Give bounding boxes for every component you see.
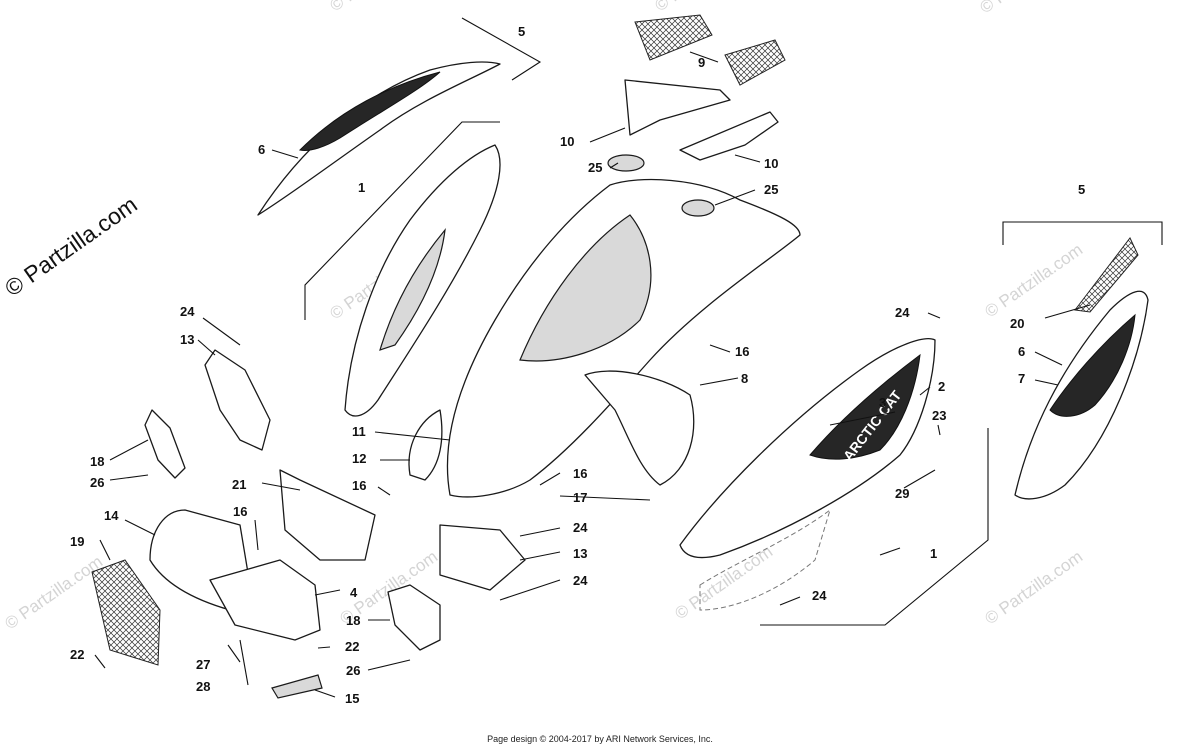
- callout-1: 1: [358, 180, 365, 195]
- callout-13: 13: [180, 332, 194, 347]
- callout-25: 25: [588, 160, 602, 175]
- callout-22: 22: [345, 639, 359, 654]
- callout-4: 4: [350, 585, 358, 600]
- callout-18: 18: [346, 613, 360, 628]
- callout-20: 20: [1010, 316, 1024, 331]
- vent-parts: [607, 14, 786, 217]
- callout-1: 1: [930, 546, 937, 561]
- watermark-faint: © Partzilla.com: [976, 0, 1081, 17]
- hood-body-part: [408, 178, 801, 498]
- callout-24: 24: [573, 520, 588, 535]
- callout-labels: 5 6 1 9 10 25 10 25 5 24 16 8 2 3 23 29 …: [70, 24, 1085, 706]
- callout-13: 13: [573, 546, 587, 561]
- lower-left-parts: [91, 349, 526, 699]
- callout-2: 2: [938, 379, 945, 394]
- windshield-trim-part: [257, 61, 501, 216]
- callout-10: 10: [560, 134, 574, 149]
- grommet: [681, 199, 715, 217]
- callout-29: 28: [196, 679, 210, 694]
- callout-14: 14: [104, 508, 119, 523]
- callout-18: 18: [90, 454, 104, 469]
- callout-15: 15: [345, 691, 359, 706]
- bracket-5-right: [1002, 221, 1163, 245]
- callout-16: 16: [352, 478, 366, 493]
- callout-24: 24: [180, 304, 195, 319]
- callout-24: 24: [573, 573, 588, 588]
- right-side-panel-part: ARCTIC CAT: [679, 338, 936, 611]
- callout-7: 7: [1018, 371, 1025, 386]
- callout-6: 6: [1018, 344, 1025, 359]
- callout-16: 16: [573, 466, 587, 481]
- grommet: [607, 154, 645, 172]
- callout-27: 29: [895, 486, 909, 501]
- callout-16: 16: [233, 504, 247, 519]
- bracket-1-right: [760, 428, 989, 626]
- callout-6: 6: [258, 142, 265, 157]
- watermark-faint: © Partzilla.com: [981, 240, 1086, 321]
- watermark-faint: © Partzilla.com: [326, 0, 431, 15]
- callout-5: 5: [518, 24, 525, 39]
- callout-19: 19: [70, 534, 84, 549]
- callout-11: 11: [352, 424, 366, 439]
- group-brackets: [304, 17, 1163, 626]
- callout-5: 5: [1078, 182, 1085, 197]
- bracket-5-top: [461, 17, 542, 81]
- callout-28: 27: [196, 657, 210, 672]
- callout-16: 16: [735, 344, 749, 359]
- callout-8: 8: [741, 371, 748, 386]
- bracket-1-left: [304, 121, 500, 320]
- callout-12: 12: [352, 451, 366, 466]
- callout-24: 24: [895, 305, 910, 320]
- callout-23: 23: [932, 408, 946, 423]
- callout-17: 17: [573, 490, 587, 505]
- callout-10: 10: [764, 156, 778, 171]
- watermark-faint: © Partzilla.com: [651, 0, 756, 15]
- callout-26: 26: [346, 663, 360, 678]
- callout-3: 3: [879, 395, 886, 410]
- footer-credit: Page design © 2004-2017 by ARI Network S…: [487, 734, 713, 744]
- callout-25: 25: [764, 182, 778, 197]
- leader-lines: [94, 51, 1091, 698]
- watermark-faint: © Partzilla.com: [981, 547, 1086, 628]
- callout-24: 24: [812, 588, 827, 603]
- watermark-faint: © Partzilla.com: [1, 552, 106, 633]
- callout-9: 9: [698, 55, 705, 70]
- callout-26: 26: [90, 475, 104, 490]
- right-decal-panel-part: [1014, 237, 1149, 500]
- left-side-panel-part: [344, 144, 501, 417]
- callout-21: 21: [232, 477, 246, 492]
- callout-22: 22: [70, 647, 84, 662]
